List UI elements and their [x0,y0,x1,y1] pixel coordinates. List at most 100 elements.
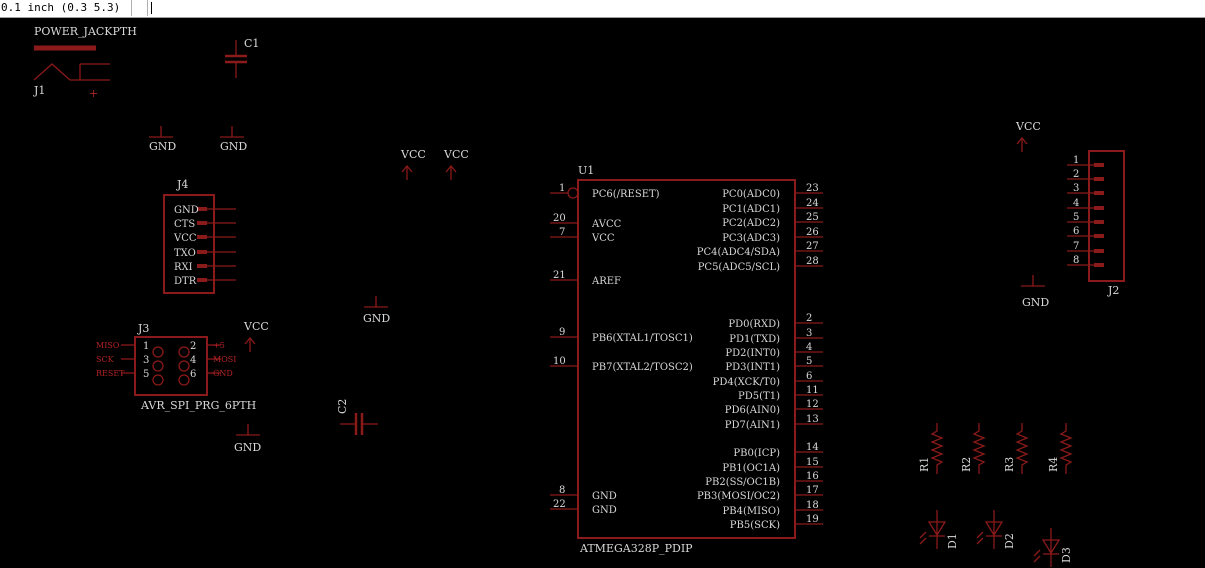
microcontroller-u1-symbol[interactable] [550,179,823,539]
u1-pin-number: 11 [806,385,819,396]
j4-pin-label: VCC [173,233,197,244]
u1-pin-label: PC0(ADC0) [722,189,780,200]
gnd-label: GND [220,140,247,153]
u1-pin-number: 9 [559,327,565,338]
u1-pin-number: 1 [559,183,565,194]
gnd-label: GND [363,312,390,325]
vcc-label: VCC [400,148,426,161]
coordinate-display: 0.1 inch (0.3 5.3) [0,0,132,16]
power-jack-j1-symbol[interactable] [33,45,110,81]
gnd-symbol[interactable] [364,296,388,308]
isp-header-j3-symbol[interactable] [121,336,221,396]
u1-pin-label: PB7(XTAL2/TOSC2) [592,362,693,373]
j2-pin-number: 5 [1073,212,1079,223]
u1-pin-number: 25 [806,212,819,223]
gnd-symbol[interactable] [1021,275,1045,287]
header-j4-symbol[interactable] [163,194,236,294]
j4-pin-label: RXI [174,262,193,273]
u1-pin-label: PB3(MOSI/OC2) [697,491,780,502]
resistor-label: R2 [960,457,973,472]
schematic-canvas[interactable]: POWER_JACKPTH J1 + C1 C2 GND GND GND GND… [0,17,1205,568]
gnd-label: GND [1022,296,1049,309]
u1-pin-label: PD1(TXD) [729,334,780,345]
u1-pin-label: PD0(RXD) [728,319,780,330]
vcc-label: VCC [243,320,269,333]
u1-pin-number: 28 [806,256,819,267]
u1-pin-label: GND [592,491,617,502]
j1-name-label: J1 [33,84,45,97]
j2-pin-number: 6 [1073,226,1079,237]
vcc-symbol[interactable] [1016,136,1028,152]
j3-pin-number: 4 [190,355,196,366]
gnd-symbol[interactable] [236,424,260,436]
gnd-symbol[interactable] [220,126,244,138]
j3-signal-label: GND [213,369,233,378]
led-symbol[interactable] [1033,528,1061,567]
j4-pin-label: DTR [174,276,197,287]
gnd-label: GND [149,140,176,153]
u1-pin-number: 27 [806,241,819,252]
u1-pin-label: PC3(ADC3) [722,233,780,244]
c1-name-label: C1 [244,37,259,50]
vcc-symbol[interactable] [445,164,457,180]
j4-name-label: J4 [176,178,188,191]
u1-pin-number: 13 [806,414,819,425]
u1-pin-label: PC1(ADC1) [722,204,780,215]
u1-right-labels: PC0(ADC0)23PC1(ADC1)24PC2(ADC2)25PC3(ADC… [697,183,819,531]
resistor-symbol[interactable] [1059,423,1073,474]
capacitor-c1-symbol[interactable] [225,40,247,78]
vcc-symbol[interactable] [401,164,413,180]
u1-pin-label: PD6(AIN0) [725,405,780,416]
u1-pin-label: PB0(ICP) [733,448,780,459]
text-caret [151,2,152,14]
resistor-symbol[interactable] [972,423,986,474]
led-symbol[interactable] [976,510,1004,549]
u1-pin-number: 22 [553,499,566,510]
c2-name-label: C2 [336,399,349,414]
j3-signal-label: MOSI [213,355,236,364]
header-j2-symbol[interactable] [1067,150,1125,282]
u1-pin-number: 23 [806,183,819,194]
j2-pin-number: 1 [1073,155,1079,166]
j3-value-label: AVR_SPI_PRG_6PTH [140,399,256,412]
j3-pin-number: 3 [143,355,149,366]
resistor-symbol[interactable] [930,423,944,474]
u1-pin-number: 17 [806,485,819,496]
capacitor-c2-symbol[interactable] [340,413,378,435]
u1-pin-number: 4 [806,342,812,353]
u1-pin-label: PD3(INT1) [725,362,780,373]
j3-pin-number: 2 [190,341,196,352]
u1-pin-label: PD2(INT0) [725,348,780,359]
u1-pin-label: GND [592,505,617,516]
u1-pin-number: 15 [806,457,819,468]
resistor-label: R1 [918,457,931,472]
u1-pin-number: 26 [806,227,819,238]
u1-pin-label: PD5(T1) [738,391,780,402]
u1-value-label: ATMEGA328P_PDIP [579,542,693,555]
u1-pin-number: 14 [806,442,819,453]
u1-pin-label: PC6(/RESET) [592,189,660,200]
j3-pin-number: 5 [143,369,149,380]
resistor-symbol[interactable] [1015,423,1029,474]
u1-pin-number: 10 [553,356,566,367]
u1-pin-label: PB2(SS/OC1B) [705,477,780,488]
vcc-symbol[interactable] [244,336,256,352]
u1-pin-label: VCC [591,233,615,244]
u1-pin-label: PB5(SCK) [730,520,780,531]
j4-pin-label: TXO [174,248,196,259]
u1-pin-number: 24 [806,198,819,209]
u1-pin-number: 3 [806,328,812,339]
command-input[interactable] [149,0,1205,16]
led-label: D3 [1060,547,1073,563]
j2-name-label: J2 [1107,284,1119,297]
u1-pin-label: PD7(AIN1) [725,420,780,431]
j4-pin-label: CTS [174,219,195,230]
j2-pin-number: 2 [1073,169,1079,180]
j3-pin-number: 6 [190,369,196,380]
led-symbol[interactable] [919,510,947,549]
j1-value-label: POWER_JACKPTH [34,25,137,38]
gnd-symbol[interactable] [149,126,173,138]
j3-signal-label: SCK [96,355,115,364]
j3-pin-number: 1 [143,341,149,352]
command-separator [133,0,148,16]
